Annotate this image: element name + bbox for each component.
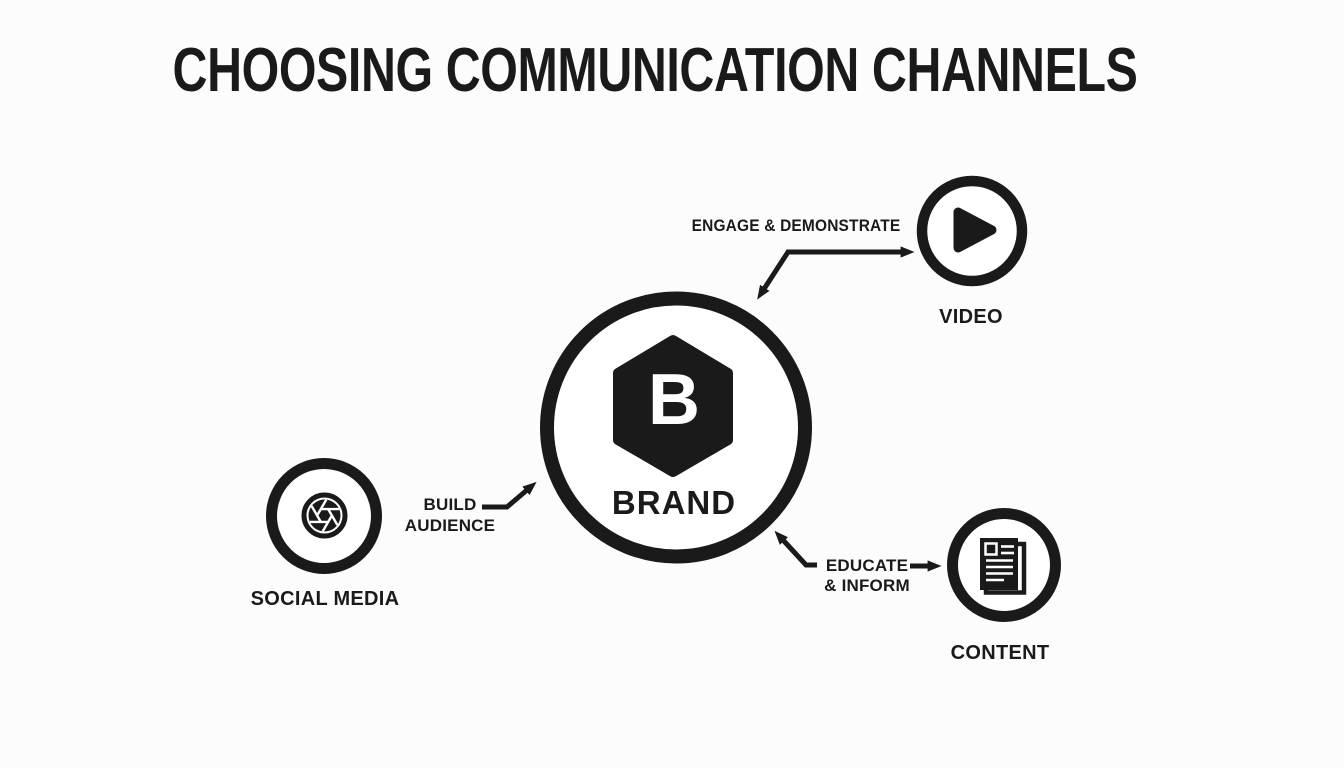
educate-inform-line-2: & INFORM [824, 576, 910, 595]
engage-demonstrate-label: ENGAGE & DEMONSTRATE [691, 216, 901, 235]
brand-hexagon [613, 335, 733, 477]
video-node [916, 175, 1028, 287]
educate-inform-line-1: EDUCATE [825, 556, 909, 575]
educate-to-brand-arrow [774, 530, 817, 568]
social-media-label: SOCIAL MEDIA [250, 588, 400, 610]
brand-label: BRAND [611, 484, 737, 521]
educate-inform-label: EDUCATE & INFORM [824, 556, 910, 596]
video-label: VIDEO [939, 306, 1003, 328]
build-audience-arrow [482, 481, 537, 510]
document-icon [980, 538, 1027, 595]
brand-hub-node [540, 291, 812, 564]
brand-initial: B [648, 360, 700, 440]
page-title: CHOOSING COMMUNICATION CHANNELS [172, 36, 1138, 105]
content-node [947, 508, 1061, 622]
build-audience-line-2: AUDIENCE [404, 516, 496, 535]
content-label: CONTENT [950, 642, 1050, 664]
aperture-icon [301, 492, 348, 539]
build-audience-line-1: BUILD [423, 495, 477, 514]
social-media-node [266, 458, 382, 574]
connector-arrows [482, 246, 942, 572]
play-icon [953, 207, 997, 253]
engage-demonstrate-arrow [757, 246, 915, 300]
build-audience-label: BUILD AUDIENCE [405, 494, 495, 536]
